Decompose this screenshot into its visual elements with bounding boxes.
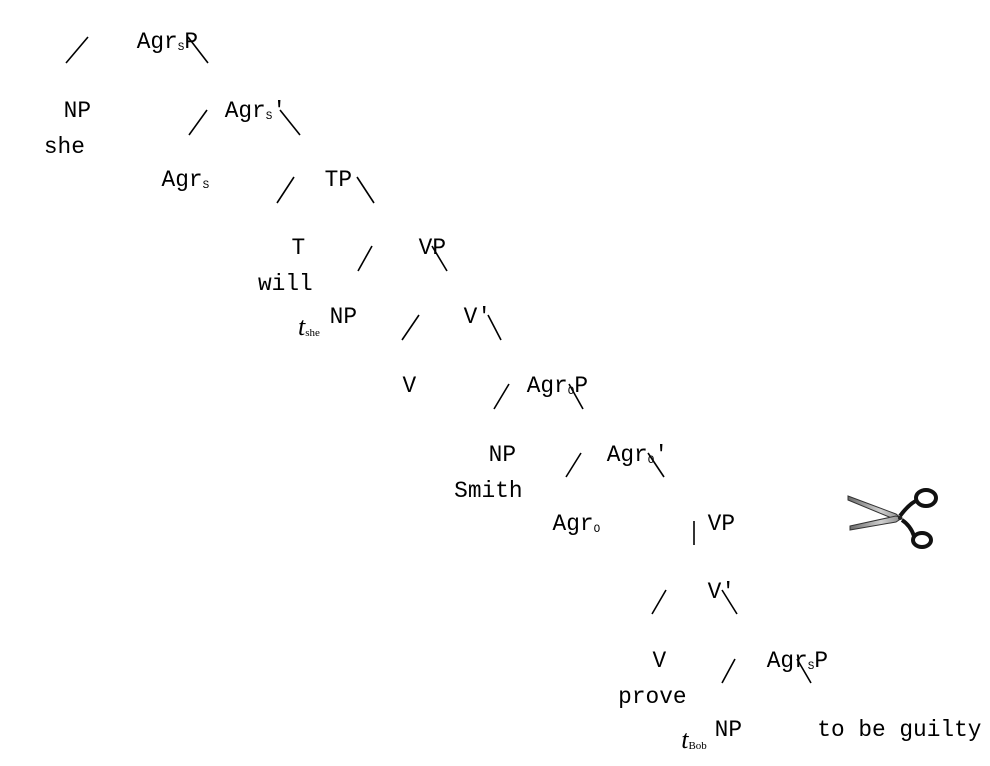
branch bbox=[565, 452, 582, 478]
branch bbox=[187, 36, 209, 64]
node-agrs-phrase: AgrSP bbox=[136, 28, 199, 55]
branch bbox=[651, 589, 667, 615]
branch bbox=[276, 176, 295, 204]
node-agro-phrase: AgrOP bbox=[526, 372, 589, 399]
branch bbox=[188, 109, 208, 136]
node-tp: TP bbox=[324, 166, 353, 193]
node-np-trace-bob: NP bbox=[714, 716, 743, 743]
trace-she: tshe bbox=[298, 312, 320, 341]
branch bbox=[568, 383, 584, 410]
node-agrs-phrase-lower: AgrSP bbox=[766, 647, 829, 674]
node-v-bar: V' bbox=[463, 303, 492, 330]
node-v: V bbox=[402, 372, 417, 399]
node-agro-bar: AgrO' bbox=[606, 441, 669, 468]
trace-bob: tBob bbox=[681, 725, 707, 754]
branch bbox=[65, 36, 89, 64]
branch bbox=[401, 314, 420, 341]
word-smith: Smith bbox=[454, 477, 523, 504]
node-agrs-head: AgrS bbox=[161, 166, 210, 193]
word-she: she bbox=[43, 133, 85, 160]
node-agro-head: AgrO bbox=[552, 510, 601, 537]
word-will: will bbox=[258, 270, 313, 297]
branch bbox=[796, 658, 812, 684]
branch bbox=[357, 245, 373, 272]
node-t: T bbox=[291, 234, 306, 261]
node-agrs-bar: AgrS' bbox=[224, 97, 287, 124]
branch bbox=[721, 658, 736, 684]
branch bbox=[356, 176, 375, 204]
complement-to-be-guilty: to be guilty bbox=[817, 716, 982, 743]
node-vp-lower: VP bbox=[707, 510, 736, 537]
node-np-object: NP bbox=[488, 441, 517, 468]
node-np-subject: NP bbox=[63, 97, 92, 124]
branch bbox=[647, 452, 665, 478]
word-prove: prove bbox=[618, 683, 687, 710]
node-v-bar-lower: V' bbox=[707, 578, 736, 605]
branch bbox=[721, 589, 738, 615]
branch bbox=[431, 245, 448, 272]
node-vp: VP bbox=[418, 234, 447, 261]
branch bbox=[487, 314, 502, 341]
branch bbox=[493, 383, 510, 410]
node-v-prove: V bbox=[652, 647, 667, 674]
node-np-trace-she: NP bbox=[329, 303, 358, 330]
branch bbox=[279, 109, 301, 136]
scissors-icon bbox=[847, 488, 938, 549]
